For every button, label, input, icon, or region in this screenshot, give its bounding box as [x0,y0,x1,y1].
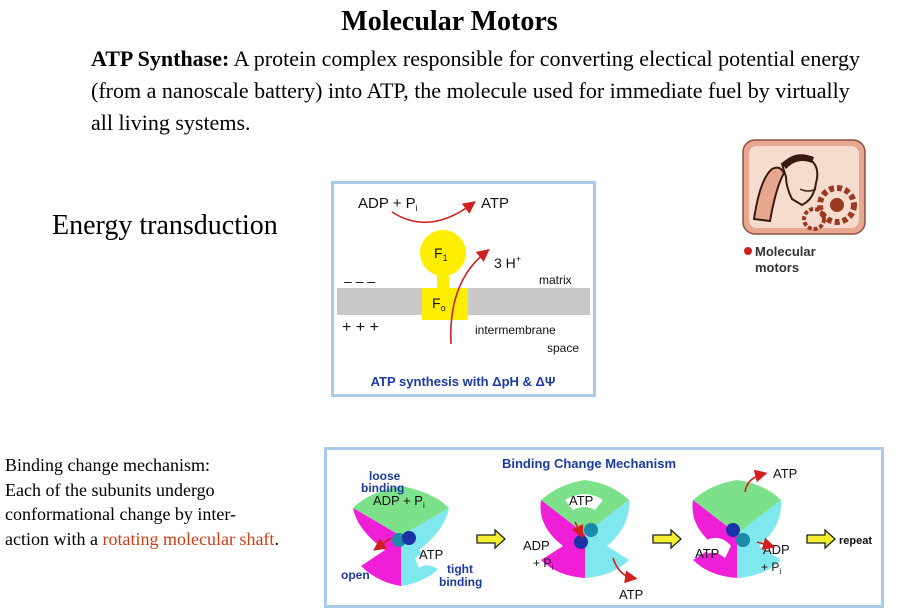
rotating-shaft-highlight: rotating molecular shaft [102,528,275,549]
state2-adp: ADP [523,538,550,553]
intro-paragraph: ATP Synthase: A protein complex responsi… [91,43,871,139]
protons-label: 3 H+ [494,254,521,271]
binding-label: binding [361,481,404,495]
mechanism-svg: Binding Change Mechanism loose binding A… [341,456,872,602]
atp-synthesis-svg: ADP + Pi ATP F1 Fo 3 H+ – – – matrix + +… [337,195,590,389]
step-arrow-1 [476,529,506,549]
step-arrow-3 [806,529,836,549]
f1-head [420,230,466,276]
loose-label: loose [369,469,401,483]
atp-label: ATP [481,195,509,212]
state2-released-atp: ATP [619,587,643,602]
repeat-label: repeat [839,535,872,547]
state1-adp-pi: ADP + Pi [373,493,425,510]
state3-released-atp: ATP [773,466,797,481]
adp-pi-label: ADP + Pi [358,195,418,213]
plus-charges: + + + [342,319,379,336]
synthesis-caption: ATP synthesis with ΔpH & ΔΨ [371,374,556,389]
adp-to-atp-arrow [391,201,476,224]
state-2: ATP ADP + Pi ATP [523,480,643,602]
state3-pi: + Pi [761,560,781,576]
minus-charges: – – – [344,273,375,289]
fo-label: Fo [432,295,446,313]
proton-flow-arrow [449,249,490,345]
tight-binding-label: binding [439,575,482,589]
atp-synthesis-diagram: ADP + Pi ATP F1 Fo 3 H+ – – – matrix + +… [331,181,596,397]
mechanism-title: Binding Change Mechanism [502,456,676,471]
bullet-icon [744,247,752,255]
binding-change-mechanism-diagram: Binding Change Mechanism loose binding A… [324,447,884,608]
molecular-motors-link[interactable]: Molecular motors [744,244,816,276]
molecular-motors-icon[interactable] [742,139,866,235]
open-label: open [341,568,370,582]
state1-atp: ATP [419,547,443,562]
step-arrow-2 [652,529,682,549]
state-3: ATP ADP + Pi ATP [692,466,797,578]
state2-atp: ATP [569,493,593,508]
page-title: Molecular Motors [341,6,558,37]
state2-pi: + Pi [533,556,553,572]
binding-change-text: Binding change mechanism: Each of the su… [5,455,279,549]
fo-unit [422,288,468,320]
state-1: loose binding ADP + Pi ATP open tight bi… [341,469,482,589]
f1-label: F1 [434,245,448,263]
intro-term: ATP Synthase: [91,46,230,71]
intermembrane-label: intermembrane [475,323,556,337]
matrix-label: matrix [539,273,572,287]
state3-atp: ATP [695,546,719,561]
stalk [437,272,449,288]
tight-label: tight [447,562,473,576]
intro-text: A protein complex responsible for conver… [91,46,861,135]
space-label: space [547,341,579,355]
energy-transduction-label: Energy transduction [52,210,278,241]
